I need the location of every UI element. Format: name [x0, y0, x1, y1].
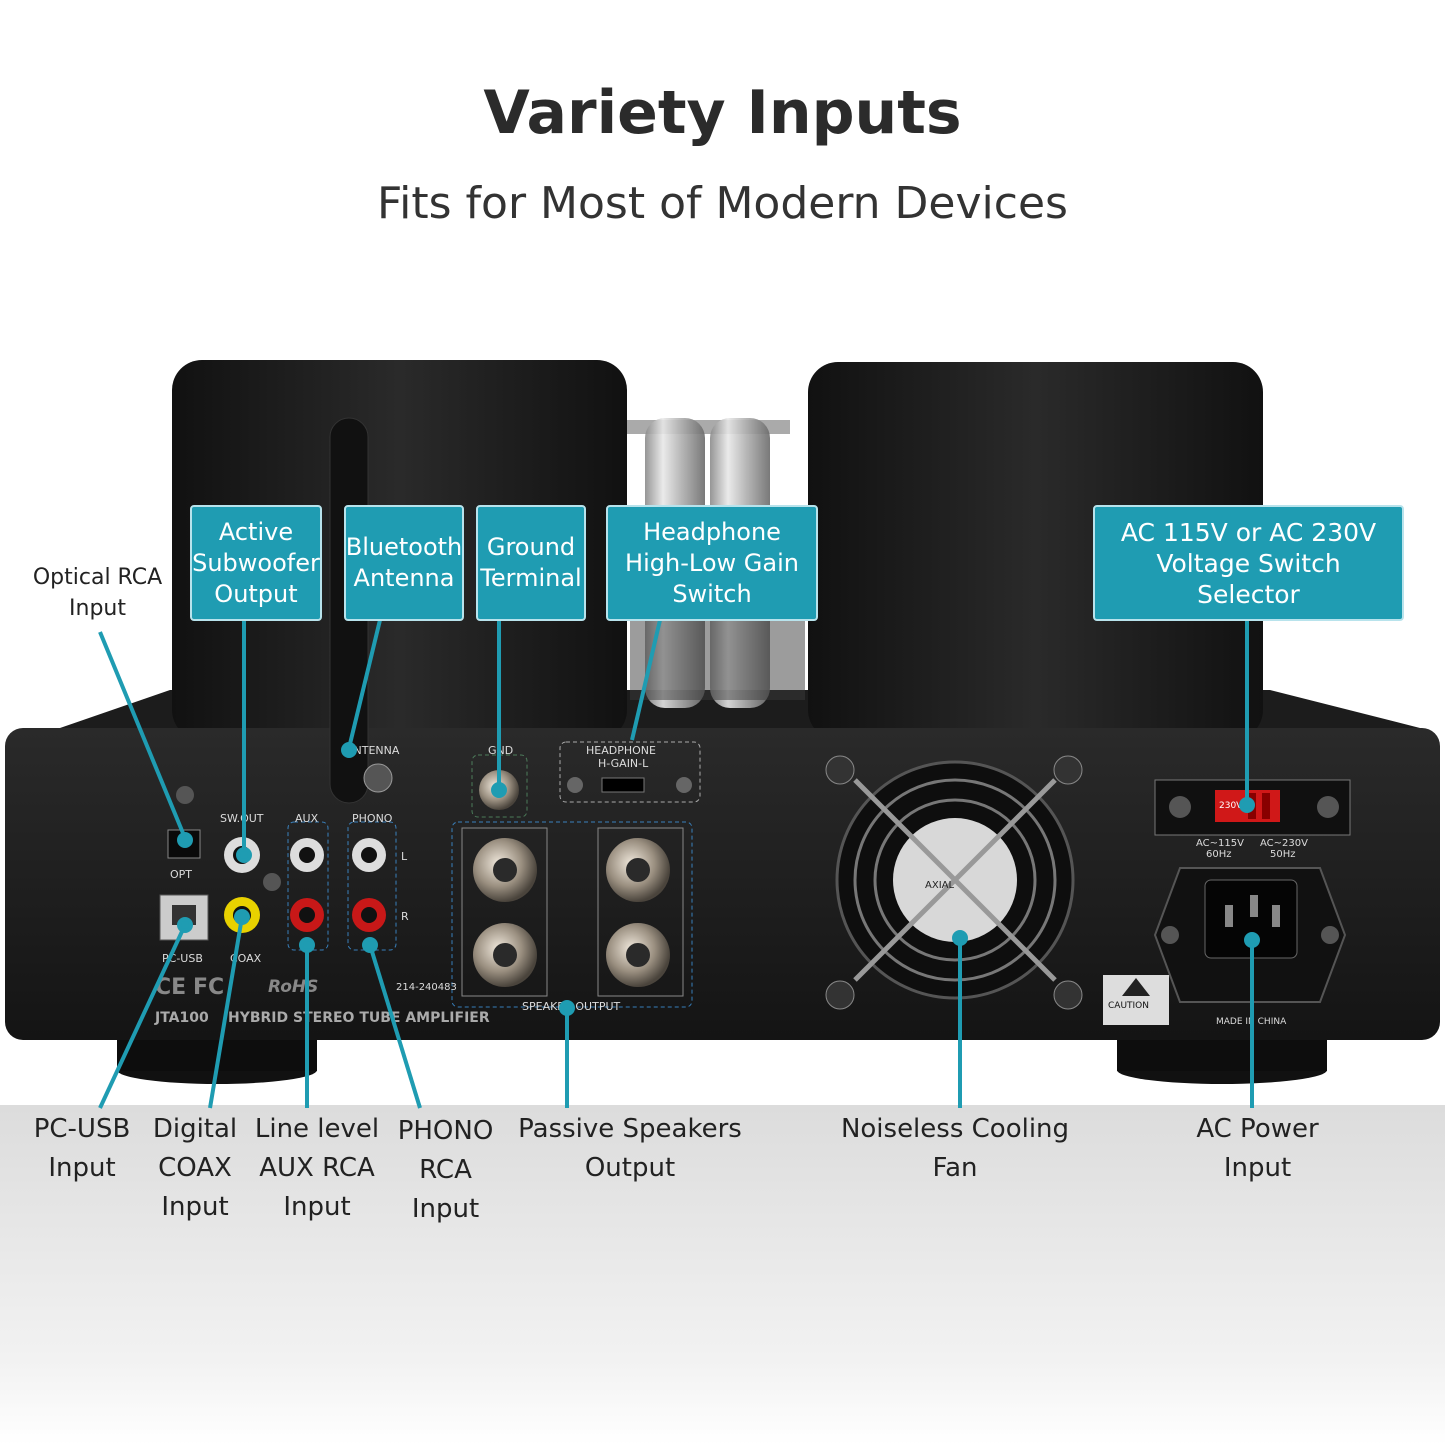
- page-title: Variety Inputs: [483, 78, 962, 148]
- chassis-rear-panel: [5, 728, 1440, 1040]
- hgain-panel-label: H-GAIN-L: [598, 757, 649, 770]
- ac230-label: AC~230V: [1260, 838, 1308, 849]
- optical-input-label: Optical RCA Input: [32, 565, 163, 621]
- bluetooth-antenna-callout: Bluetooth Antenna: [344, 505, 464, 621]
- antenna-panel-label: ANTENNA: [346, 744, 400, 757]
- subwoofer-output-callout: Active Subwoofer Output: [190, 505, 322, 621]
- right-channel-mark: R: [401, 910, 409, 923]
- page-subtitle: Fits for Most of Modern Devices: [377, 178, 1068, 229]
- coax-panel-label: COAX: [230, 952, 262, 965]
- ac115-label: AC~115V: [1196, 838, 1244, 849]
- phono-input-label: PHONO RCA Input: [397, 1116, 494, 1224]
- right-transformer-cover: [808, 362, 1263, 740]
- ac-power-input-label: AC Power Input: [1196, 1114, 1319, 1183]
- pc-usb-input-label: PC-USB Input: [33, 1114, 131, 1183]
- floor-reflection: [0, 1105, 1445, 1445]
- cooling-fan: [825, 755, 1083, 1010]
- cooling-fan-label: Noiseless Cooling Fan: [840, 1114, 1070, 1183]
- speaker-output-label: Passive Speakers Output: [518, 1114, 742, 1183]
- left-channel-mark: L: [401, 850, 408, 863]
- cert-number: 214-240483: [396, 982, 457, 993]
- headphone-gain-switch: [559, 741, 701, 803]
- aux-input-label: Line level AUX RCA Input: [254, 1114, 380, 1222]
- swout-panel-label: SW.OUT: [220, 812, 264, 825]
- headphone-gain-callout: Headphone High-Low Gain Switch: [606, 505, 818, 621]
- switch-mark-label: 230V: [1219, 801, 1243, 811]
- caution-label: CAUTION: [1108, 1001, 1149, 1011]
- speaker-terminals: [451, 821, 693, 1008]
- voltage-switch-callout: AC 115V or AC 230V Voltage Switch Select…: [1093, 505, 1404, 621]
- caution-sticker: [1103, 975, 1169, 1025]
- fc-mark: FC: [193, 975, 224, 1000]
- coax-input-label: Digital COAX Input: [152, 1114, 238, 1222]
- headphone-panel-label: HEADPHONE: [586, 744, 656, 757]
- opt-panel-label: OPT: [170, 868, 192, 881]
- model-label: JTA100: [154, 1010, 209, 1026]
- amplifier-feet: [117, 1035, 1327, 1084]
- aux-panel-label: AUX: [295, 812, 319, 825]
- phono-panel-label: PHONO: [352, 812, 393, 825]
- callout-leader-lines: [98, 619, 1260, 1109]
- fan-brand-label: AXIAL: [925, 880, 954, 891]
- rohs-mark: RoHS: [268, 977, 318, 997]
- ground-terminal-callout: Ground Terminal: [476, 505, 586, 621]
- product-name-label: HYBRID STEREO TUBE AMPLIFIER: [228, 1010, 490, 1026]
- hz50-label: 50Hz: [1270, 849, 1296, 860]
- hz60-label: 60Hz: [1206, 849, 1232, 860]
